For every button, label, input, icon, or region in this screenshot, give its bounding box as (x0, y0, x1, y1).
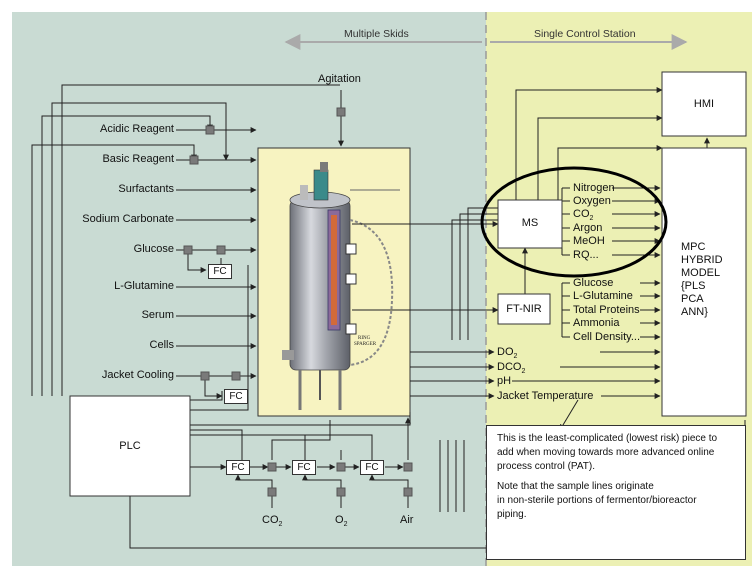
ftnir-label: FT-NIR (506, 303, 542, 315)
ms-out-nitrogen: Nitrogen (573, 182, 615, 194)
input-jacket-cooling: Jacket Cooling (101, 369, 174, 381)
valve-co2-1 (267, 462, 277, 472)
input-acidic-reagent: Acidic Reagent (100, 123, 174, 135)
fc-o2: FC (292, 460, 316, 475)
ms-out-oxygen: Oxygen (573, 195, 611, 207)
header-single-control-station: Single Control Station (534, 28, 636, 40)
valve-agitation (336, 107, 346, 117)
out-do2: DO2 (497, 346, 518, 361)
ms-out-argon: Argon (573, 222, 603, 234)
ms-highlight-ellipse (480, 166, 668, 278)
plc-box (69, 395, 191, 497)
ms-out-meoh: MeOH (573, 235, 605, 247)
valve-o2-1 (336, 462, 346, 472)
bioreactor-illustration (282, 162, 400, 410)
nir-out-total-proteins: Total Proteins (573, 304, 640, 316)
gas-o2: O2 (335, 514, 348, 529)
sparger-label: SPARGER (354, 342, 377, 347)
input-l-glutamine: L-Glutamine (114, 280, 174, 292)
hmi-box (661, 71, 747, 137)
note-paragraph-1: This is the least-complicated (lowest ri… (497, 433, 718, 472)
valves (183, 107, 413, 497)
note-line-2b: in non-sterile portions of fermentor/bio… (497, 495, 697, 506)
nir-out-glucose: Glucose (573, 277, 614, 289)
gas-air: Air (400, 514, 414, 526)
header-multiple-skids: Multiple Skids (344, 28, 409, 40)
annotation-note: This is the least-complicated (lowest ri… (486, 425, 746, 560)
fc-air: FC (360, 460, 384, 475)
fc-jacket: FC (224, 389, 248, 404)
valve-o2-2 (336, 487, 346, 497)
ftnir-box (497, 293, 551, 325)
fc-co2: FC (226, 460, 250, 475)
input-basic-reagent: Basic Reagent (102, 153, 174, 165)
nir-out-ammonia: Ammonia (573, 317, 620, 329)
note-line-2a: Note that the sample lines originate (497, 481, 654, 492)
ms-label: MS (521, 217, 539, 229)
valve-co2-2 (267, 487, 277, 497)
valve-basic (189, 155, 199, 165)
ring-label: RING (358, 336, 371, 341)
ms-box (497, 199, 563, 249)
out-jacket-temperature: Jacket Temperature (497, 390, 594, 402)
plc-control-lines (31, 84, 746, 549)
fc-glucose: FC (208, 264, 232, 279)
plc-label: PLC (119, 440, 141, 452)
valve-glucose-2 (216, 245, 226, 255)
valve-air-1 (403, 462, 413, 472)
nir-out-l-glutamine: L-Glutamine (573, 290, 633, 302)
ms-out-rq: RQ... (573, 249, 599, 261)
input-glucose: Glucose (133, 243, 174, 255)
valve-acidic (205, 125, 215, 135)
label-agitation: Agitation (318, 73, 361, 85)
note-line-2c: piping. (497, 509, 527, 520)
mpc-model-label: MPC HYBRID MODEL {PLS PCA ANN} (681, 241, 723, 318)
input-cells: Cells (149, 339, 174, 351)
input-sodium-carbonate: Sodium Carbonate (82, 213, 174, 225)
valve-jacket-2 (231, 371, 241, 381)
valve-jacket-1 (200, 371, 210, 381)
hmi-label: HMI (693, 98, 715, 110)
input-arrows (176, 90, 344, 379)
nir-out-cell-density: Cell Density... (573, 331, 641, 343)
input-surfactants: Surfactants (118, 183, 174, 195)
gas-co2: CO2 (262, 514, 283, 529)
valve-air-2 (403, 487, 413, 497)
out-ph: pH (497, 375, 512, 387)
station-lines (352, 87, 710, 512)
mpc-box (661, 147, 747, 417)
valve-glucose-1 (183, 245, 193, 255)
ms-out-co2: CO2 (573, 208, 594, 223)
input-serum: Serum (141, 309, 174, 321)
out-dco2: DCO2 (497, 361, 526, 376)
